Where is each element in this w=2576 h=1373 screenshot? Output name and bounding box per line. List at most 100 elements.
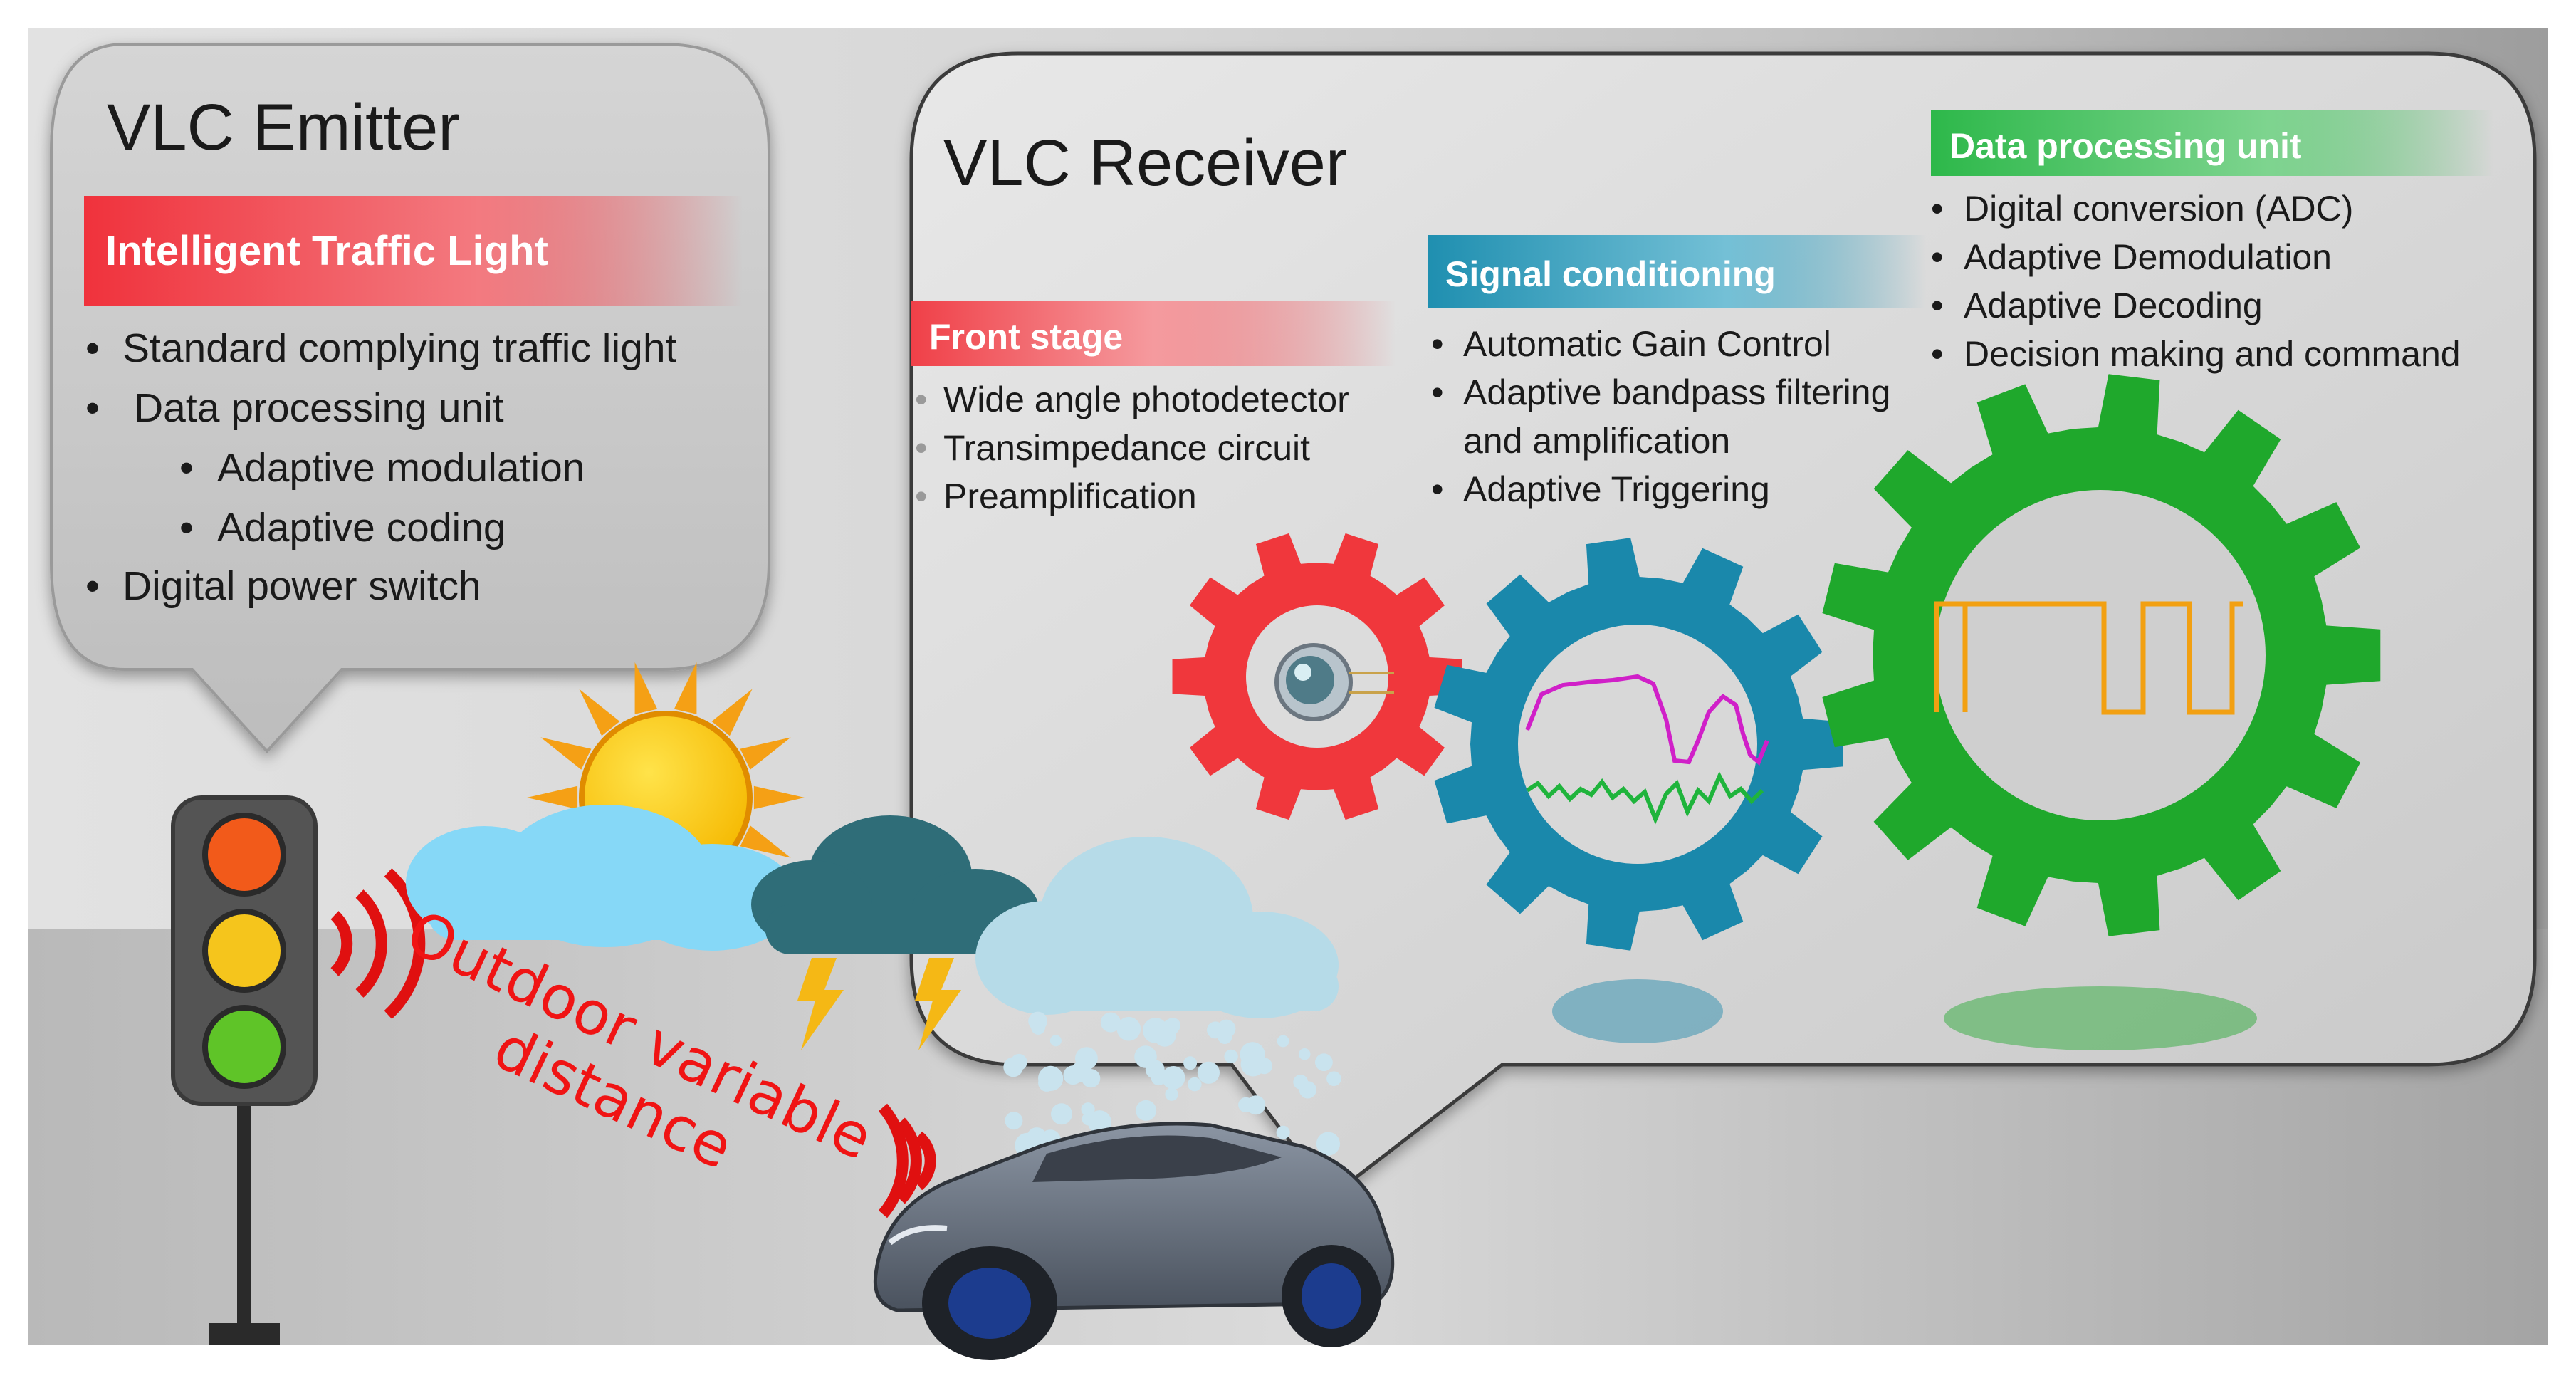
data-processing-header: Data processing unit [1949,126,2302,166]
data-item: Decision making and command [1964,334,2461,374]
snowflake [1316,1132,1340,1156]
snowflake [1238,1097,1254,1113]
front-stage-header: Front stage [929,317,1123,357]
snowflake [1197,1061,1220,1084]
list-bullet: • [1431,324,1444,364]
snowflake [1116,1016,1141,1041]
list-bullet: • [85,563,100,609]
front-stage-list: • Wide angle photodetector • Transimpeda… [915,380,1349,516]
snowflake [1100,1012,1121,1033]
snowflake [1145,1060,1165,1080]
snowflake [1299,1081,1317,1099]
snowflake [1299,1048,1311,1060]
front-stage-header-bar [911,301,1396,366]
gear-hole [1518,625,1757,864]
signal-item: Adaptive Triggering [1463,469,1770,509]
list-bullet: • [915,428,928,468]
list-bullet: • [85,325,100,371]
snowflake [1031,1020,1045,1035]
signal-item: Adaptive bandpass filtering [1463,372,1890,412]
snowflake [1224,1049,1238,1064]
snowflake [1136,1100,1157,1121]
list-bullet: • [915,476,928,516]
emitter-list: • Standard complying traffic light • Dat… [85,325,677,609]
signal-conditioning-header-bar [1428,235,1926,308]
snowflake [1005,1112,1023,1130]
raw-signal-trace [1526,771,1764,825]
data-item: Digital conversion (ADC) [1964,189,2353,229]
lightning-icon [915,958,961,1050]
photodetector-icon [1274,643,1394,721]
snowflake [1240,1051,1266,1077]
sun-ray [753,785,805,810]
snowflake [1315,1053,1333,1072]
snowflake [1161,1066,1185,1090]
snowflake [1183,1056,1198,1070]
front-stage-item: Wide angle photodetector [943,380,1349,419]
list-bullet: • [1931,286,1944,325]
list-bullet: • [1931,334,1944,374]
snowflake [1087,1110,1111,1134]
snowflake [1038,1074,1056,1092]
list-bullet: • [179,445,194,491]
data-processing-gear-icon [1822,374,2381,936]
sun-ray [740,737,791,770]
emitter-signal-waves-icon [330,868,426,1019]
data-item: Adaptive Decoding [1964,286,2263,325]
snowflake [1049,1035,1062,1047]
storm-cloud-icon [751,815,1040,1050]
emitter-title: VLC Emitter [107,91,460,164]
list-bullet: • [915,380,928,419]
snowflake [1188,1077,1202,1092]
snowflake [1165,1087,1178,1101]
snowflake [1081,1102,1095,1117]
gear-reflection [1944,986,2257,1050]
front-stage-item: Preamplification [943,476,1197,516]
digital-signal-trace [1934,601,2243,715]
receiver-title: VLC Receiver [943,127,1348,199]
lightning-icon [797,958,844,1050]
gear-reflection [1552,979,1723,1043]
signal-item: and amplification [1463,421,1730,461]
green-lamp-icon [202,1005,286,1089]
list-bullet: • [1931,189,1944,229]
receiver-signal-waves-icon [878,1103,936,1218]
cloud-icon [406,805,797,951]
snowflake [1163,1018,1180,1035]
snowflake [1075,1047,1098,1070]
sun-ray [674,662,697,714]
conditioned-signal-trace [1525,674,1769,766]
snow-cloud-icon [975,837,1341,1159]
sun-ray [711,689,753,736]
snowflake [1051,1103,1072,1125]
emitter-item: Data processing unit [134,385,504,431]
list-bullet: • [1431,372,1444,412]
snowflake [1276,1125,1290,1139]
gear-hole [1935,490,2266,820]
sun-ray [540,737,592,770]
car-icon [873,1122,1395,1360]
snowflake [1277,1035,1289,1048]
yellow-lamp-icon [202,909,286,993]
sun-ray [527,785,578,810]
traffic-light-icon [171,795,318,1345]
list-bullet: • [85,385,100,431]
gear-reflections [1552,979,2257,1050]
data-processing-header-bar [1931,110,2493,176]
signal-conditioning-header: Signal conditioning [1445,254,1776,294]
signal-item: Automatic Gain Control [1463,324,1831,364]
data-processing-list: • Digital conversion (ADC) • Adaptive De… [1931,189,2461,374]
emitter-item: Adaptive coding [217,505,506,550]
sun-ray [634,662,658,714]
sun-ray [579,689,620,736]
signal-conditioning-gear-icon [1434,538,1843,951]
emitter-item: Digital power switch [122,563,481,609]
emitter-item: Standard complying traffic light [122,325,677,371]
data-item: Adaptive Demodulation [1964,237,2332,277]
list-bullet: • [1431,469,1444,509]
list-bullet: • [1931,237,1944,277]
sun-ray [740,825,791,858]
front-stage-item: Transimpedance circuit [943,428,1310,468]
red-lamp-icon [202,813,286,897]
